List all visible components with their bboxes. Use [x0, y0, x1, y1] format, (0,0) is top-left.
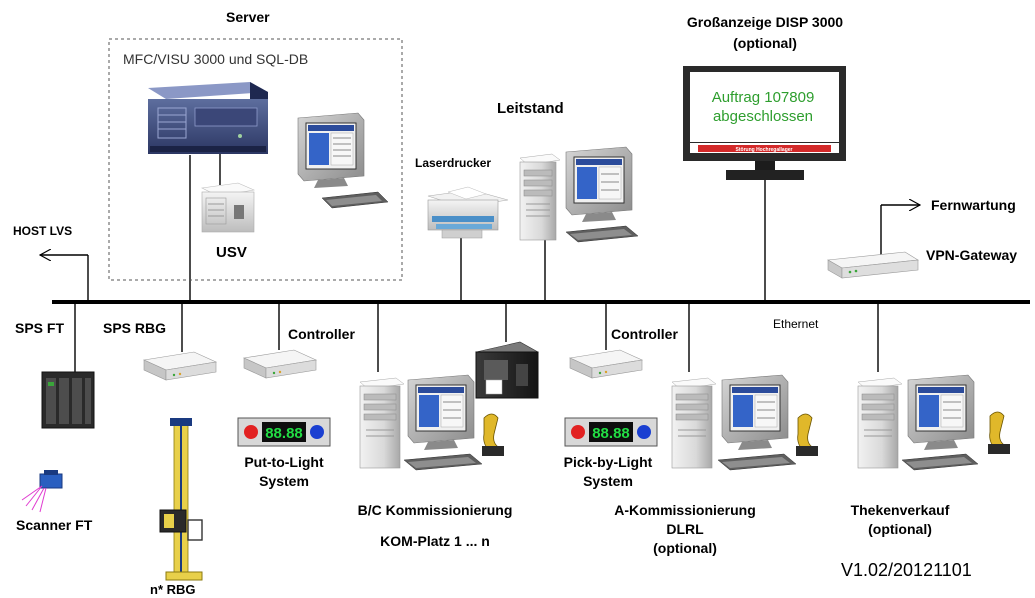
counter-pc-tower-icon	[857, 377, 903, 469]
vpn-gateway-label: VPN-Gateway	[926, 247, 1018, 263]
ethernet-label: Ethernet	[773, 317, 819, 331]
display-screen-line2: abgeschlossen	[713, 108, 813, 125]
sps-rbg-label: SPS RBG	[103, 320, 167, 336]
scanner-ft-label: Scanner FT	[16, 517, 93, 533]
stacker-crane-icon	[159, 418, 203, 581]
bc-picking-label-line2: KOM-Platz 1 ... n	[380, 533, 490, 549]
server-software-label: MFC/VISU 3000 und SQL-DB	[123, 51, 309, 67]
bc-picking-pc-tower-icon	[359, 377, 405, 469]
server-frame	[108, 38, 403, 281]
laser-printer-icon	[427, 186, 509, 239]
host-lvs-label: HOST LVS	[13, 224, 73, 238]
counter-handheld-scanner-icon	[988, 411, 1010, 454]
large-display-icon	[683, 66, 846, 180]
a-picking-label-line1: A-Kommissionierung	[614, 502, 756, 518]
display-screen-line1: Auftrag 107809	[712, 89, 815, 106]
pick-by-light-digits: 88.88	[592, 425, 630, 442]
server-workstation-icon	[297, 112, 389, 209]
plc-icon	[41, 371, 95, 429]
remote-maintenance-label: Fernwartung	[931, 197, 1016, 213]
counter-sales-label-line1: Thekenverkauf	[850, 502, 950, 518]
controller-1-label: Controller	[288, 326, 355, 342]
rack-server-icon	[148, 82, 268, 154]
controller-2-label: Controller	[611, 326, 678, 342]
counter-sales-label-line2: (optional)	[868, 521, 932, 537]
display-optional-label: (optional)	[733, 35, 797, 51]
put-to-light-digits: 88.88	[265, 425, 303, 442]
laser-printer-label: Laserdrucker	[415, 156, 492, 170]
vpn-gateway-icon	[827, 251, 919, 279]
connection-lines	[40, 148, 920, 372]
pick-by-light-display	[564, 417, 658, 447]
a-picking-label-line3: (optional)	[653, 540, 717, 556]
pick-by-light-label-line2: System	[583, 473, 633, 489]
bc-handheld-scanner-icon	[482, 413, 504, 456]
display-ticker-text: Störung Hochregallager	[736, 147, 793, 153]
a-picking-label-line2: DLRL	[666, 521, 704, 537]
put-to-light-display	[237, 417, 331, 447]
sps-ft-label: SPS FT	[15, 320, 65, 336]
bc-picking-label-line1: B/C Kommissionierung	[357, 502, 513, 518]
server-title: Server	[226, 9, 270, 25]
label-printer-icon	[475, 341, 539, 399]
a-handheld-scanner-icon	[796, 413, 818, 456]
display-title: Großanzeige DISP 3000	[686, 14, 844, 30]
a-picking-pc-tower-icon	[671, 377, 717, 469]
ups-label: USV	[216, 244, 247, 261]
put-to-light-label-line2: System	[259, 473, 309, 489]
scanner-ft-icon	[21, 470, 63, 513]
controller-switch-2-icon	[568, 349, 644, 379]
controller-switch-1-icon	[242, 349, 318, 379]
bc-picking-monitor-icon	[403, 374, 483, 471]
control-station-label: Leitstand	[497, 100, 564, 117]
version-label: V1.02/20121101	[841, 560, 972, 580]
put-to-light-label-line1: Put-to-Light	[244, 454, 324, 470]
counter-monitor-icon	[901, 374, 979, 471]
rbg-label: n* RBG	[150, 582, 196, 597]
control-station-pc-icon	[519, 153, 561, 241]
control-station-monitor-icon	[565, 146, 639, 243]
sps-rbg-switch-icon	[142, 351, 218, 381]
pick-by-light-label-line1: Pick-by-Light	[563, 454, 653, 470]
a-picking-monitor-icon	[717, 374, 797, 471]
ups-icon	[201, 182, 256, 233]
